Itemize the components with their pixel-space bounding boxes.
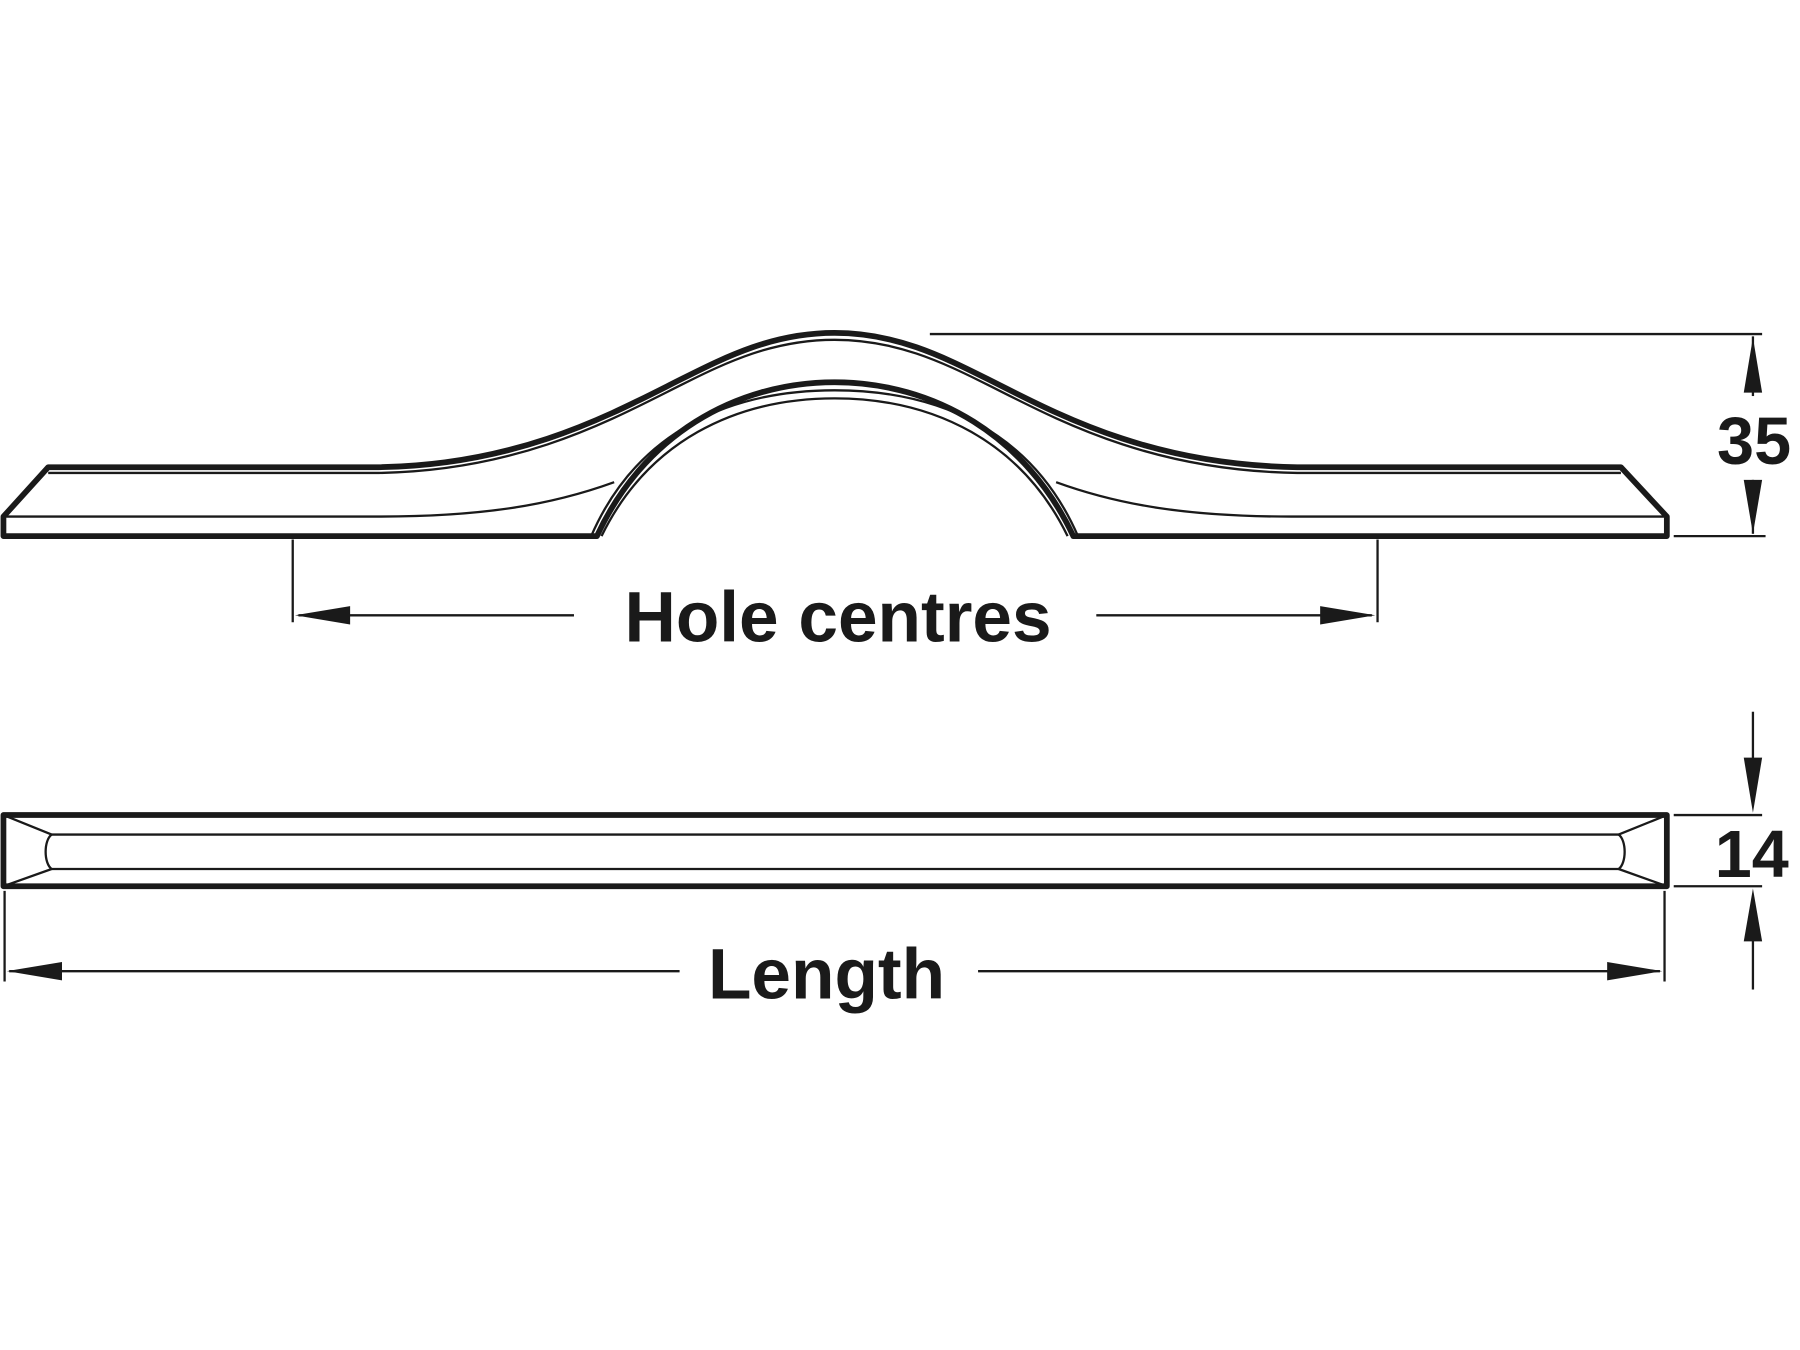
arrow-up-icon xyxy=(1743,888,1763,942)
top-outline xyxy=(0,812,1670,890)
top-end-left xyxy=(3,813,55,888)
side-inner-line-right xyxy=(1055,481,1667,518)
side-top-inner xyxy=(48,338,1621,475)
depth-label: 14 xyxy=(1715,818,1789,892)
length-dimension: Length xyxy=(3,890,1666,1015)
arrow-right-icon xyxy=(1607,961,1663,981)
arrow-down-icon xyxy=(1743,757,1763,813)
height-label: 35 xyxy=(1717,405,1791,479)
arrow-down-icon xyxy=(1743,479,1763,534)
hole-centres-dimension: Hole centres xyxy=(291,539,1379,658)
handle-top-view xyxy=(0,812,1670,890)
depth-dimension: 14 xyxy=(1673,711,1789,990)
side-arch-inner xyxy=(590,389,1079,537)
handle-side-view xyxy=(0,330,1670,539)
hole-centres-label: Hole centres xyxy=(624,579,1051,658)
arrow-up-icon xyxy=(1743,337,1763,393)
arrow-left-icon xyxy=(295,606,351,625)
arrow-left-icon xyxy=(6,961,62,981)
length-label: Length xyxy=(708,936,945,1015)
side-inner-line xyxy=(3,481,615,518)
height-dimension: 35 xyxy=(929,332,1791,538)
side-outline xyxy=(0,330,1670,539)
top-end-right xyxy=(1616,813,1668,888)
arrow-right-icon xyxy=(1320,606,1376,625)
side-arch-inner2 xyxy=(600,397,1069,537)
